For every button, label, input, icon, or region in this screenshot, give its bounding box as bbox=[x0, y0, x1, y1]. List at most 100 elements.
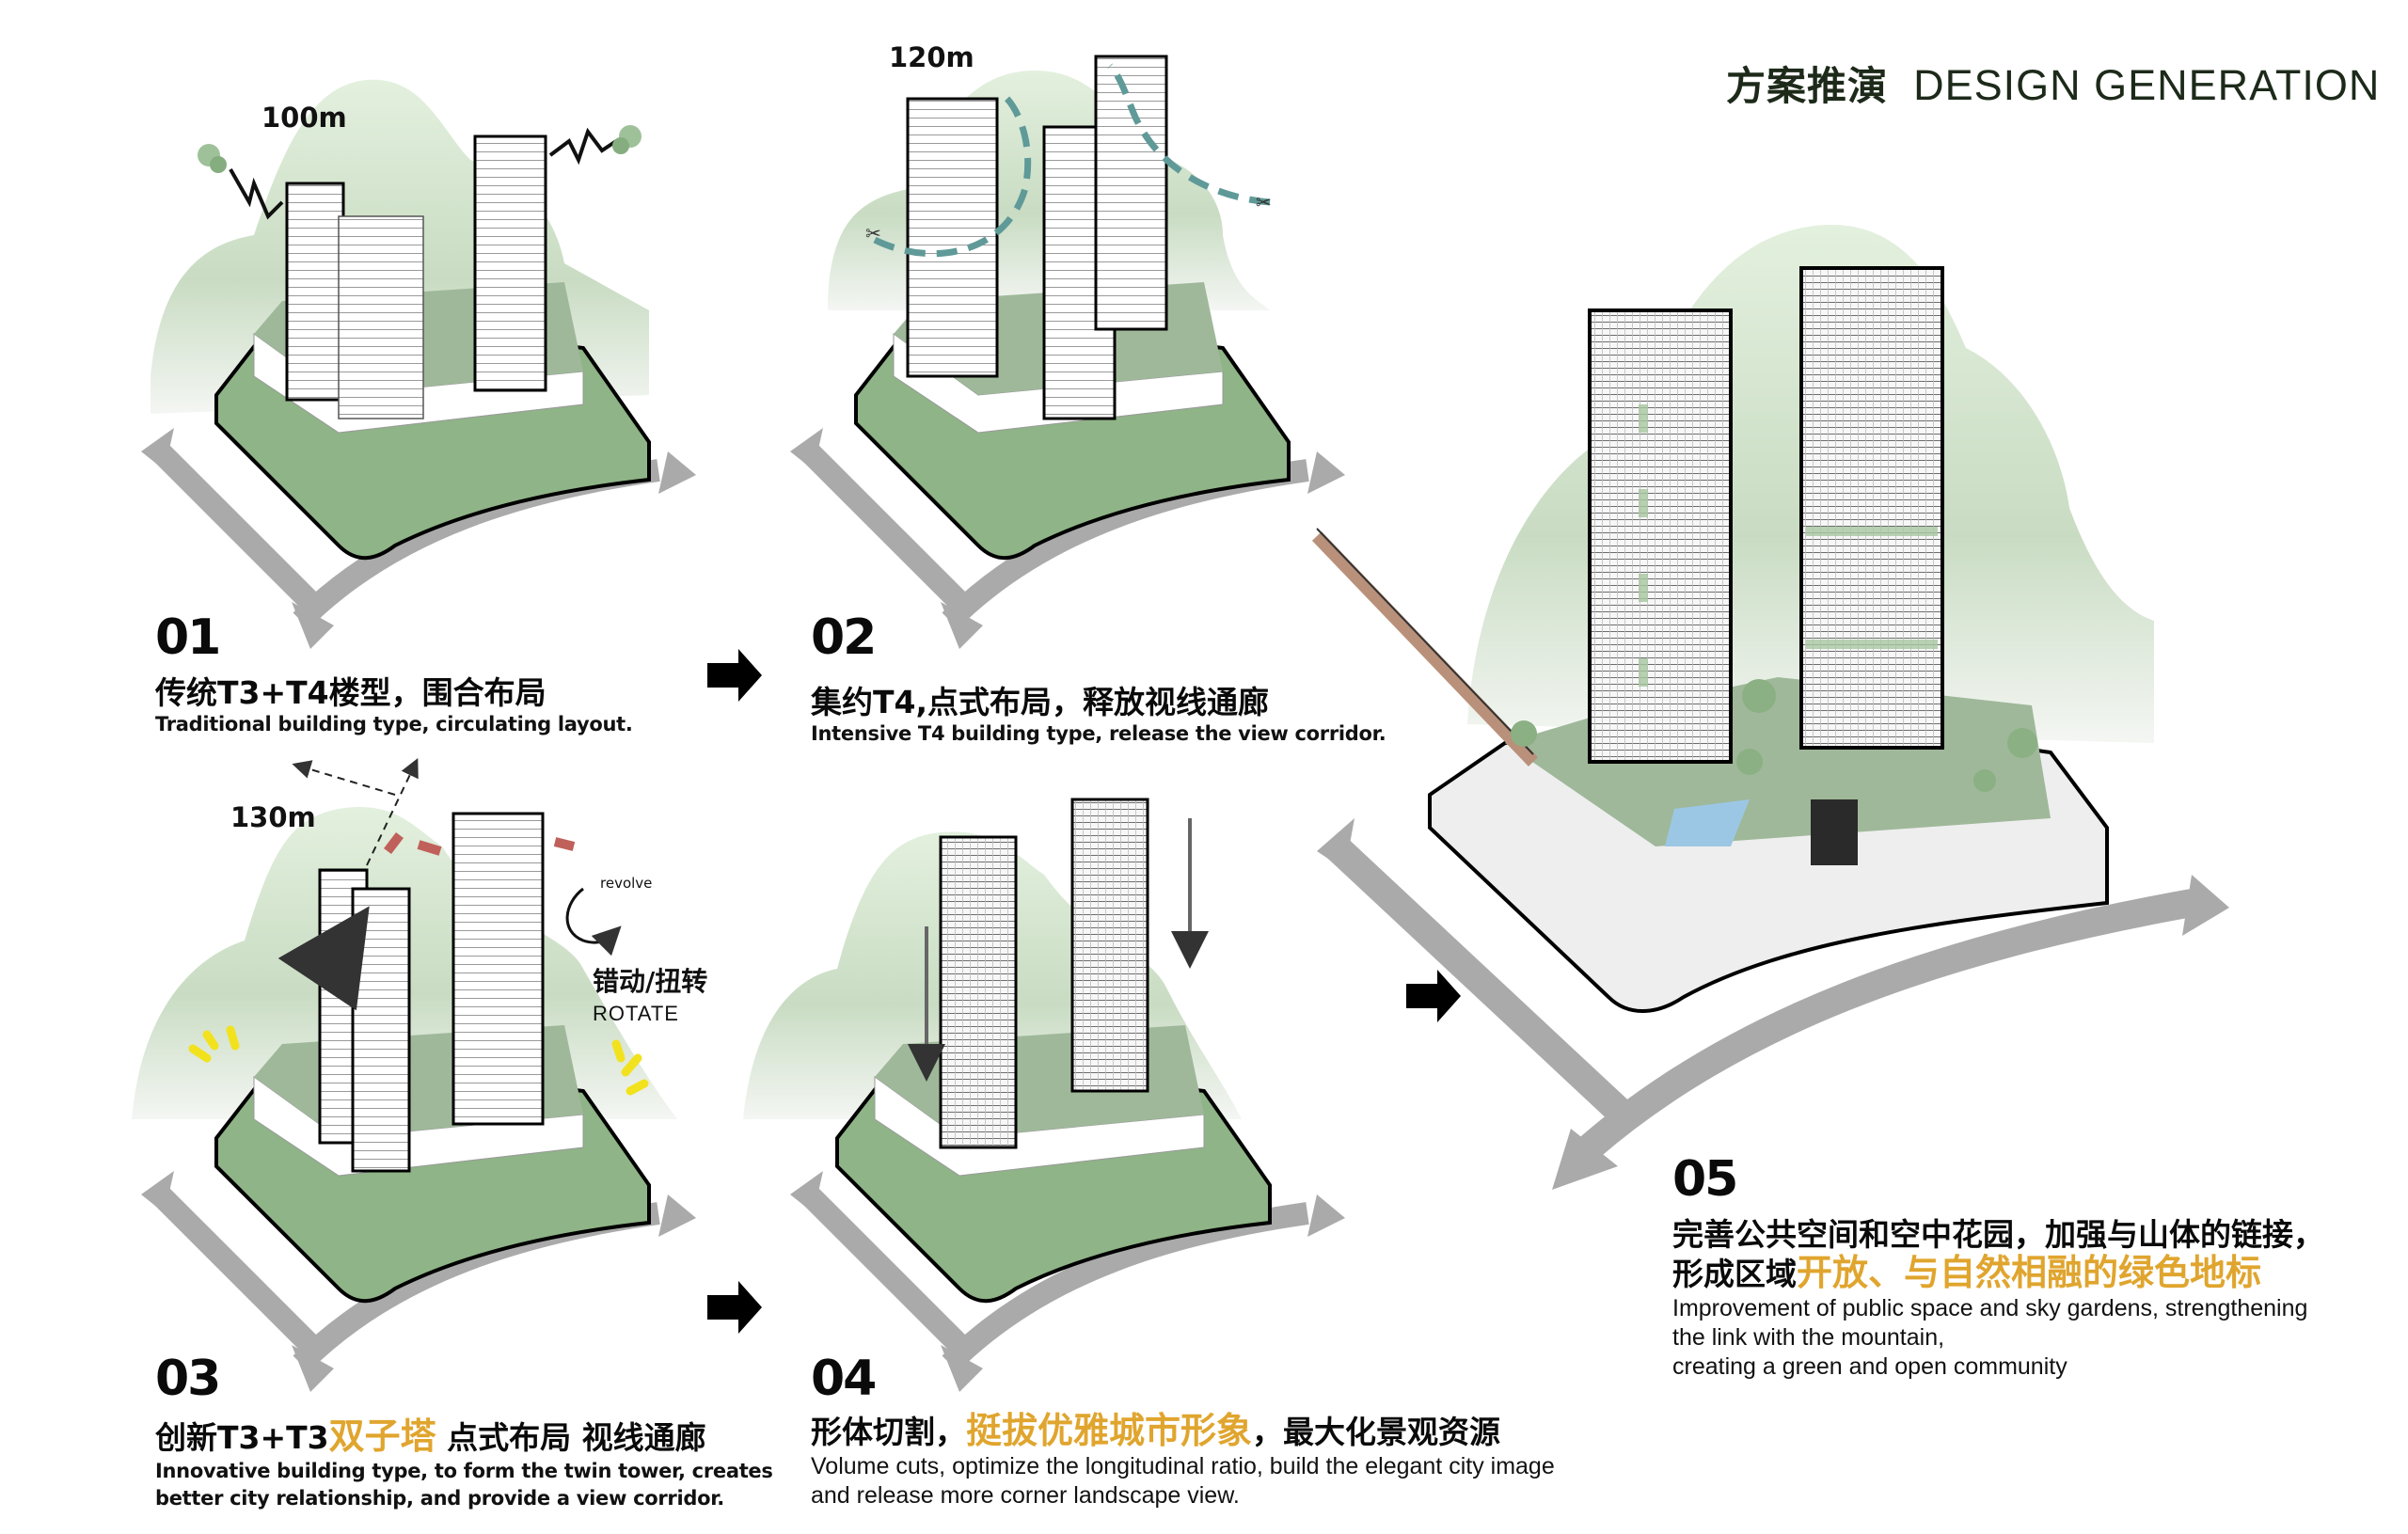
zigzag-line bbox=[229, 168, 284, 220]
tree-icons bbox=[1511, 679, 2037, 792]
road-arrow bbox=[151, 1186, 319, 1353]
road-arrow-head bbox=[2182, 875, 2229, 936]
road-arrow bbox=[800, 1186, 968, 1353]
height-label-03: 130m bbox=[230, 801, 316, 833]
title-part: ，最大化景观资源 bbox=[1252, 1414, 1501, 1450]
tower-02 bbox=[1799, 266, 1944, 750]
step-number: 05 bbox=[1672, 1151, 1738, 1208]
page-header: 方案推演 DESIGN GENERATION bbox=[1726, 55, 2380, 112]
road-arrow-head bbox=[790, 1171, 823, 1213]
step-title-cn: 集约T4,点式布局，释放视线通廊 bbox=[811, 684, 1270, 720]
step-title-cn-line2: 形成区域开放、与自然相融的绿色地标 bbox=[1672, 1251, 2324, 1294]
tower-a bbox=[906, 97, 999, 378]
height-label-01: 100m bbox=[261, 102, 347, 134]
road-arrow-head bbox=[141, 428, 174, 470]
annotation-rotate-en: ROTATE bbox=[593, 1002, 679, 1025]
view-corridor-dashed bbox=[1107, 63, 1271, 206]
revolve-arrow bbox=[565, 887, 622, 957]
road-arrow-head bbox=[292, 1345, 334, 1392]
sculpted-tower-left bbox=[939, 835, 1018, 1149]
step-desc-en: Intensive T4 building type, release the … bbox=[811, 721, 1386, 745]
road-arrow-head bbox=[941, 1345, 983, 1392]
step-desc-en-line1: Improvement of public space and sky gard… bbox=[1672, 1294, 2308, 1321]
step-desc-en: Traditional building type, circulating l… bbox=[155, 712, 633, 735]
title-part: 创新T3+T3 bbox=[155, 1419, 329, 1456]
flow-arrow-03-to-04 bbox=[707, 1281, 762, 1334]
sky-garden-strips bbox=[1639, 404, 1938, 687]
annotation-rotate-cn: 错动/扭转 bbox=[593, 966, 708, 997]
step-desc-en-line2: and release more corner landscape view. bbox=[811, 1481, 1240, 1509]
step-number: 02 bbox=[811, 609, 877, 666]
scissors-icon: ✂ bbox=[865, 222, 881, 245]
road-arrow-head bbox=[658, 1194, 696, 1237]
height-label-02: 120m bbox=[889, 41, 974, 73]
sky-bridge bbox=[1311, 531, 1539, 767]
flow-arrow-04-to-05 bbox=[1406, 970, 1461, 1022]
panel-01-drawing bbox=[141, 79, 696, 649]
road-arrow bbox=[1325, 836, 1628, 1120]
tower-01 bbox=[1588, 308, 1733, 764]
step-01-caption: 01 传统T3+T4楼型，围合布局 Traditional building t… bbox=[155, 613, 633, 738]
step-desc-en-line1: Volume cuts, optimize the longitudinal r… bbox=[811, 1452, 1555, 1479]
title-part: 形体切割， bbox=[811, 1414, 966, 1450]
step-title-cn: 形体切割，挺拔优雅城市形象，最大化景观资源 bbox=[811, 1410, 1555, 1452]
annotation-revolve: revolve bbox=[600, 875, 653, 892]
sculpted-tower-right bbox=[1070, 798, 1149, 1093]
road-arrow bbox=[1580, 889, 2194, 1159]
highlight-sparks bbox=[188, 1025, 649, 1096]
road-arrow-head bbox=[292, 602, 334, 649]
road-arrow-head bbox=[141, 1171, 174, 1213]
title-highlight: 双子塔 bbox=[328, 1415, 436, 1457]
page-title-cn: 方案推演 bbox=[1726, 63, 1889, 109]
step-04-caption: 04 形体切割，挺拔优雅城市形象，最大化景观资源 Volume cuts, op… bbox=[811, 1354, 1555, 1510]
water-feature bbox=[1665, 799, 1750, 846]
tower-c bbox=[1094, 55, 1168, 331]
tower-left-b bbox=[338, 215, 424, 419]
twin-tower-left-b bbox=[351, 887, 411, 1173]
tower-left-a bbox=[285, 182, 345, 402]
rotation-axis-dashed bbox=[366, 757, 419, 866]
twin-tower-right bbox=[452, 812, 545, 1126]
road-arrow-head bbox=[1552, 1129, 1618, 1190]
step-03-caption: 03 创新T3+T3双子塔 点式布局 视线通廊 Innovative build… bbox=[155, 1354, 773, 1512]
rotation-axis-dashed bbox=[292, 760, 396, 796]
road-arrow bbox=[151, 443, 319, 610]
step-05-caption: 05 完善公共空间和空中花园，加强与山体的链接， 形成区域开放、与自然相融的绿色… bbox=[1672, 1155, 2324, 1382]
tree-icon bbox=[198, 144, 227, 173]
title-highlight: 挺拔优雅城市形象 bbox=[966, 1410, 1253, 1451]
step-number: 03 bbox=[155, 1351, 221, 1407]
panel-05-drawing bbox=[1311, 225, 2229, 1190]
road-arrow-head bbox=[941, 602, 983, 649]
road-arrow-head bbox=[1307, 451, 1345, 494]
flow-arrow-01-to-02 bbox=[707, 649, 762, 702]
title-part: 点式布局 视线通廊 bbox=[436, 1419, 706, 1456]
road-arrow-head bbox=[1317, 818, 1354, 870]
step-number: 04 bbox=[811, 1351, 877, 1407]
step-title-cn: 创新T3+T3双子塔 点式布局 视线通廊 bbox=[155, 1415, 773, 1458]
tower-right bbox=[473, 134, 547, 392]
rotate-arrow-red bbox=[417, 840, 442, 856]
tree-icon bbox=[612, 125, 642, 154]
view-corridor-dashed bbox=[873, 91, 1032, 258]
road-arrow-head bbox=[790, 428, 823, 470]
title-highlight: 开放、与自然相融的绿色地标 bbox=[1797, 1251, 2262, 1293]
title-part: 形成区域 bbox=[1672, 1255, 1797, 1292]
panel-02-drawing: ✂ ✂ bbox=[790, 55, 1345, 649]
road-arrow-head bbox=[658, 451, 696, 494]
step-title-cn: 传统T3+T4楼型，围合布局 bbox=[155, 674, 547, 711]
entrance-block bbox=[1811, 799, 1858, 865]
zigzag-line bbox=[548, 127, 618, 166]
step-desc-en-line3: creating a green and open community bbox=[1672, 1353, 2067, 1381]
road-arrow bbox=[800, 443, 968, 610]
panel-04-drawing bbox=[743, 798, 1345, 1392]
rotate-arrow-red bbox=[277, 906, 370, 1011]
step-number: 01 bbox=[155, 609, 221, 666]
step-title-cn-line1: 完善公共空间和空中花园，加强与山体的链接， bbox=[1672, 1216, 2324, 1253]
road-arrow-head bbox=[1307, 1194, 1345, 1237]
step-02-caption: 02 集约T4,点式布局，释放视线通廊 Intensive T4 buildin… bbox=[811, 613, 1386, 748]
rotate-arrow-red bbox=[553, 837, 576, 851]
step-desc-en-line1: Innovative building type, to form the tw… bbox=[155, 1459, 773, 1482]
step-desc-en-line2: better city relationship, and provide a … bbox=[155, 1487, 724, 1510]
panel-03-drawing bbox=[132, 757, 696, 1392]
